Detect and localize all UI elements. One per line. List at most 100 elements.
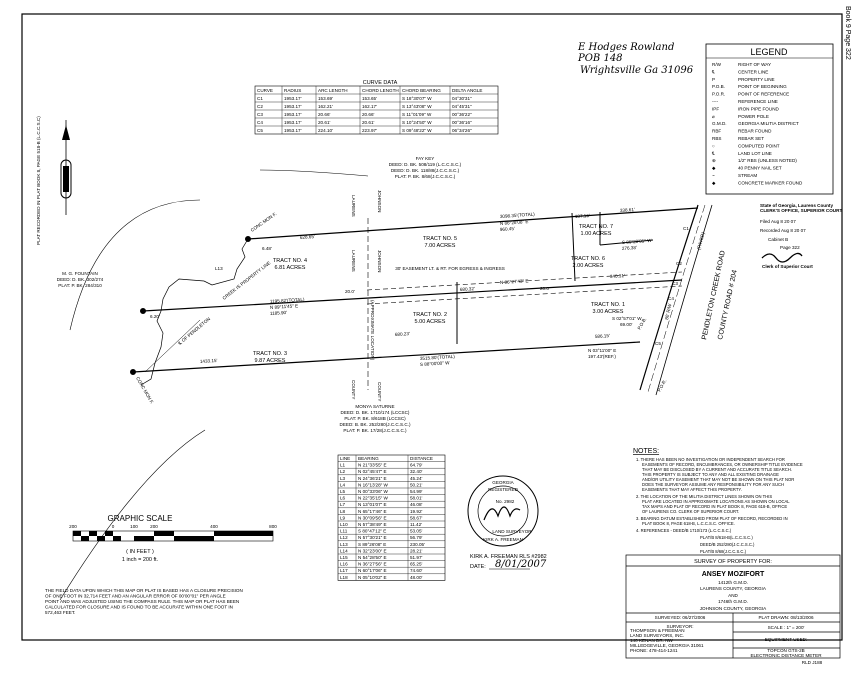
svg-text:THOMPSON & FREEMAN: THOMPSON & FREEMAN <box>630 628 685 633</box>
svg-text:JOHNSON COUNTY, GEORGIA: JOHNSON COUNTY, GEORGIA <box>700 606 767 611</box>
note-item: 2. THE LOCATION OF THE MILITIA DISTRICT … <box>636 494 790 514</box>
legend-symbol: G.M.D. <box>712 121 727 126</box>
tract-acreage: 5.00 ACRES <box>415 319 446 325</box>
line-table-cell: L8 <box>340 509 346 514</box>
dimension-label: 1195.82'(TOTAL) <box>270 297 305 304</box>
legend-symbol: ---- <box>712 99 719 104</box>
north-arrow-icon <box>60 120 72 215</box>
legend-symbol: ~ <box>712 173 715 178</box>
svg-text:(APPROXIMATE LOCATION): (APPROXIMATE LOCATION) <box>370 300 375 361</box>
svg-text:POB 148: POB 148 <box>577 53 623 64</box>
line-table-cell: 46.08' <box>410 502 422 507</box>
legend-symbol: IPF <box>712 106 719 111</box>
svg-text:PLAT DRAWN: 08/13/2006: PLAT DRAWN: 08/13/2006 <box>758 615 814 620</box>
county-label: COUNTY <box>377 382 382 401</box>
scale-tick: 400 <box>210 524 218 529</box>
legend-item: 1/2" RBS (UNLESS NOTED) <box>738 158 797 163</box>
svg-text:Page 322: Page 322 <box>780 245 800 250</box>
legend-item: REFERENCE LINE <box>738 99 778 104</box>
svg-text:CONC MON F.: CONC MON F. <box>135 376 155 405</box>
dimension-label: C2 <box>676 261 682 266</box>
tract-label: TRACT NO. 1 <box>591 302 625 308</box>
dimension-label: 340.31' <box>610 273 625 279</box>
line-table-cell: N 02°45'47" E <box>358 469 387 474</box>
tract-label: TRACT NO. 3 <box>253 351 287 357</box>
line-table-cell: L9 <box>340 515 346 520</box>
svg-text:LAND SURVEYOR: LAND SURVEYOR <box>492 529 532 534</box>
line-table-cell: L6 <box>340 496 346 501</box>
line-table-cell: N 24°36'21" E <box>358 476 387 481</box>
curve-table-header: CHORD BEARING <box>402 88 441 93</box>
county-label: COUNTY <box>351 380 356 399</box>
line-table-cell: N 32°23'00" E <box>358 548 387 553</box>
clerk-filing-stamp: State of Georgia, Laurens County CLERK'S… <box>760 203 842 269</box>
curve-table-cell: S 09°48'22" W <box>402 128 432 133</box>
owner-saturne: MONYA SATURNE <box>355 404 394 409</box>
tract-acreage: 1.00 ACRES <box>581 231 612 237</box>
line-table-cell: 74.60' <box>410 568 422 573</box>
svg-text:1412th G.M.D.: 1412th G.M.D. <box>718 580 748 585</box>
line-table-cell: L12 <box>340 535 348 540</box>
sheet-border <box>21 13 843 641</box>
line-table-cell: N 30°09'56" E <box>358 515 387 520</box>
handwritten-address: E Hodges Rowland POB 148 Wrightsville Ga… <box>577 42 694 76</box>
svg-text:LAURENS COUNTY, GEORGIA: LAURENS COUNTY, GEORGIA <box>700 586 767 591</box>
note-item: PLAT/B 8/68(J.C.C.S.C.) <box>700 549 747 554</box>
line-table-cell: N 21°33'55" E <box>358 463 387 468</box>
curve-table-cell: 223.97' <box>362 128 377 133</box>
curve-table-cell: C5 <box>257 128 263 133</box>
dimension-label: S 86°28'05" W <box>622 238 653 245</box>
curve-table-cell: C3 <box>257 112 263 117</box>
client-name: ANSEY MOZIFORT <box>702 571 765 578</box>
svg-text:140 KENAN DR. NW: 140 KENAN DR. NW <box>630 638 674 643</box>
county-label: JOHNSON <box>377 250 382 272</box>
note-item: 4. REFERENCES - DEED/B 1710/173 (L.C.C.S… <box>636 528 732 533</box>
line-table-cell: L1 <box>340 463 346 468</box>
legend-item: GEORGIA MILITIA DISTRICT <box>738 121 799 126</box>
svg-text:( IN FEET ): ( IN FEET ) <box>126 549 154 555</box>
tract-acreage: 6.81 ACRES <box>275 265 306 271</box>
curve-table-cell: 20.66' <box>362 112 374 117</box>
tract-acreage: 3.00 ACRES <box>593 309 624 315</box>
dimension-label: S 88°00'00" W <box>420 360 451 367</box>
owner-saturne: DEED: D. BK. 1710/174 (LCCSC) <box>341 410 410 415</box>
curve-table-cell: 20.66' <box>318 112 330 117</box>
legend-item: PROPERTY LINE <box>738 77 775 82</box>
legend-item: LAND LOT LINE <box>738 151 772 156</box>
tract-label: TRACT NO. 2 <box>413 312 447 318</box>
dimension-label: 628.65' <box>300 234 315 240</box>
curve-table-header: CHORD LENGTH <box>362 88 399 93</box>
svg-text:Filed Aug 8 20 07: Filed Aug 8 20 07 <box>760 219 796 224</box>
line-table-cell: N 16°13'28" W <box>358 482 389 487</box>
svg-text:TOPCON GTS-2B: TOPCON GTS-2B <box>767 648 804 653</box>
legend-item: COMPUTED POINT <box>738 143 780 148</box>
plat-labels: TRACT NO. 13.00 ACRES TRACT NO. 25.00 ACR… <box>57 156 739 433</box>
line-table-cell: 51.97' <box>410 555 422 560</box>
easement-note: 30' EASEMENT LT. & RT. FOR EGRESS & INGR… <box>395 266 505 271</box>
dimension-label: 197.43'(REF.) <box>588 354 616 359</box>
scale-tick: 100 <box>130 524 138 529</box>
line-table-cell: 11.42' <box>410 522 422 527</box>
line-table-cell: 32.40' <box>410 469 422 474</box>
dimension-label: 20.0' <box>345 289 355 294</box>
svg-text:(PAVED): (PAVED) <box>696 231 706 250</box>
closure-note-line: 572,463 FEET. <box>45 610 75 615</box>
owner-saturne: PLAT: P. BK. 8/618B (LCCSC) <box>344 416 406 421</box>
dimension-label: 586.15' <box>595 333 610 339</box>
line-table-cell: 45.24' <box>410 476 422 481</box>
dimension-label: S 02°57'01" W <box>612 316 642 321</box>
curve-table-cell: 1953.17' <box>284 112 302 117</box>
curve-table-header: ARC LENGTH <box>318 88 348 93</box>
line-table-cell: N 00°33'06" W <box>358 489 389 494</box>
legend-symbol: P <box>712 77 715 82</box>
line-table-cell: L13 <box>340 542 348 547</box>
curve-table-cell: 162.17' <box>362 104 377 109</box>
svg-text:GEORGIA: GEORGIA <box>492 480 514 485</box>
closure-note-line: CALCULATED FOR CLOSURE AND IS FOUND TO B… <box>45 605 233 610</box>
dimension-label: 276.38' <box>622 245 637 251</box>
dimension-label: C5 <box>655 341 661 346</box>
legend-symbol: ○ <box>712 143 715 148</box>
line-table-cell: L3 <box>340 476 346 481</box>
